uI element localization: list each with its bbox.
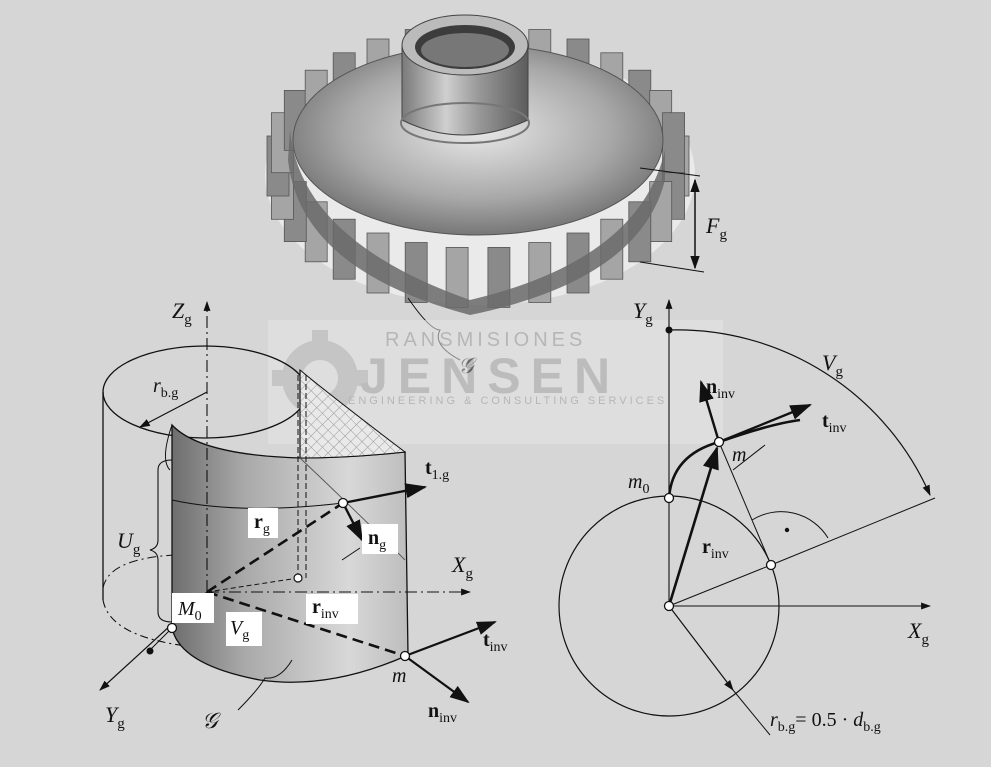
label-rbg-relation: rb.g= 0.5 · db.g [770,709,881,735]
label-U: Ug [117,528,141,558]
label-X-right: Xg [907,618,929,648]
label-V-right: Vg [822,350,843,380]
face-width-dimension: Fg [639,167,727,273]
label-t1g: t1.g [425,457,449,483]
label-calig-bottom: 𝒢 [202,708,221,733]
label-rbg-left: rb.g [153,375,178,401]
label-rinv-left: rinv [312,596,339,622]
label-m0: m0 [628,471,649,497]
label-ng: ng [368,527,386,553]
label-V-left: Vg [230,617,249,643]
gear-tooth [662,112,685,174]
boxed-labels: rg ng rinv M0 Vg [172,508,398,646]
label-rinv-right: rinv [702,536,729,562]
label-rg: rg [254,511,270,537]
label-M0: M0 [177,598,202,624]
label-tinv-left: tinv [483,629,508,655]
label-F: Fg [705,213,727,243]
watermark-line3: ENGINEERING & CONSULTING SERVICES [348,395,667,407]
label-X-left: Xg [451,552,473,582]
gear-photo [265,14,695,315]
watermark-line1: RANSMISIONES [385,329,586,351]
label-ninv-left: ninv [428,700,457,726]
label-Y-left: Yg [105,702,125,732]
label-ninv-right: ninv [706,376,735,402]
involute-2d-diagram [558,299,936,736]
watermark-line2: JENSEN [360,348,620,404]
label-Z: Zg [172,298,192,328]
label-m-left: m [392,665,406,687]
watermark-logo: RANSMISIONES JENSEN ENGINEERING & CONSUL… [268,320,723,444]
label-Y-right: Yg [633,298,653,328]
label-m-right: m [732,444,746,466]
label-tinv-right: tinv [822,410,847,436]
